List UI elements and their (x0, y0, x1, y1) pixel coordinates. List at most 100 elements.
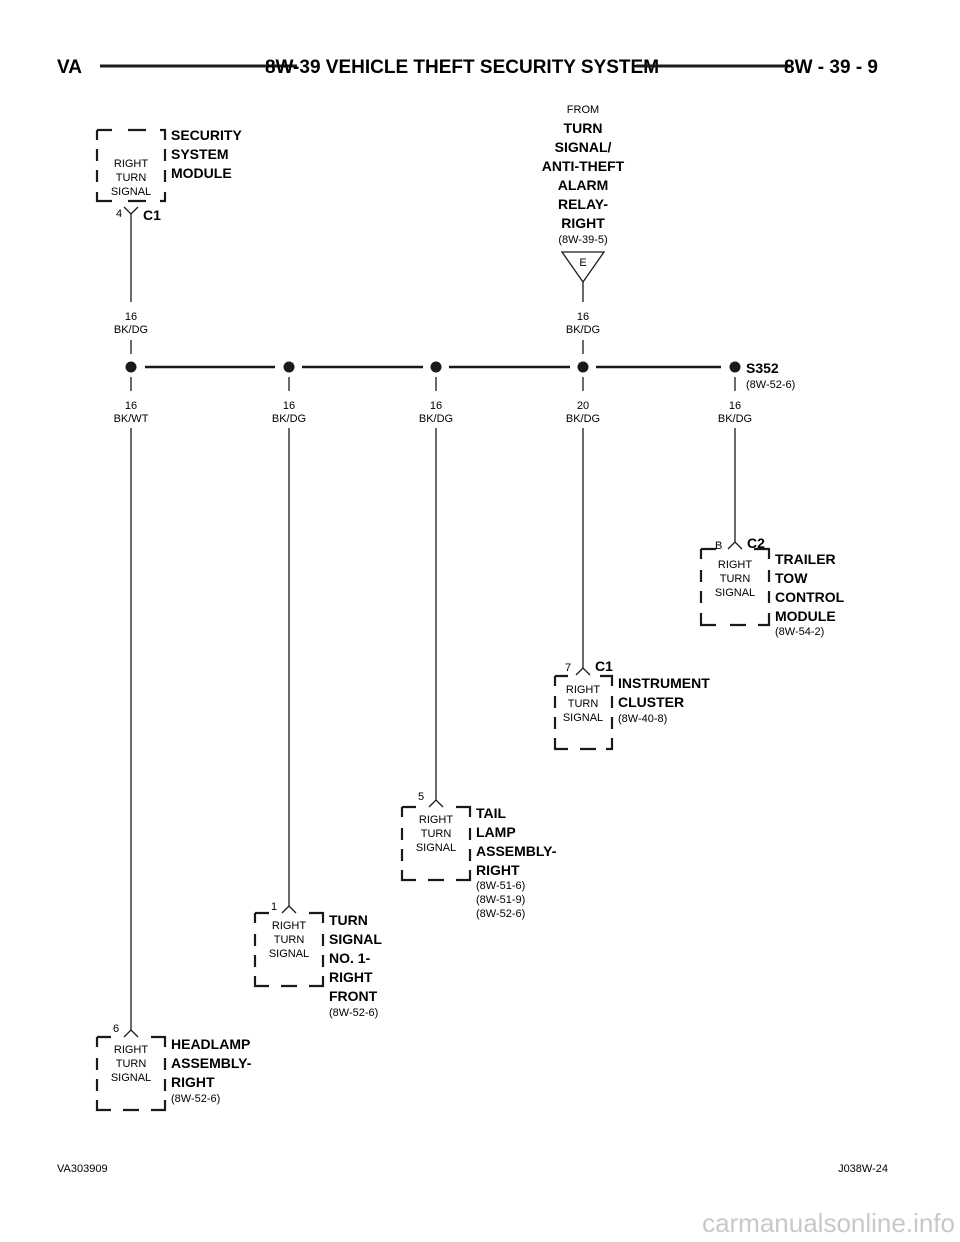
trailer-pin: B (715, 540, 722, 552)
tail-name-4: RIGHT (476, 862, 520, 878)
trailer-box (699, 547, 771, 627)
source-line-3: ANTI-THEFT (542, 158, 625, 174)
drop-3-gauge: 16 (430, 400, 442, 412)
drop-4-color: BK/DG (566, 413, 600, 425)
wire-top-right-gauge: 16 (577, 311, 589, 323)
splice-dot (729, 361, 741, 373)
security-module-box (95, 128, 167, 203)
pin-fork-icon (123, 206, 139, 215)
turn-pin: 1 (271, 901, 277, 913)
turn-name-3: NO. 1- (329, 950, 371, 966)
cluster-name-1: INSTRUMENT (618, 675, 710, 691)
drop-2-color: BK/DG (272, 413, 306, 425)
trailer-name-2: TOW (775, 570, 808, 586)
security-name-1: SECURITY (171, 127, 242, 143)
pin-fork-icon (727, 541, 743, 550)
splice-dot (430, 361, 442, 373)
headlamp-signal-2: TURN (116, 1058, 147, 1070)
tail-signal-3: SIGNAL (416, 842, 456, 854)
tail-ref-2: (8W-51-9) (476, 894, 525, 906)
source-line-2: SIGNAL/ (555, 139, 612, 155)
connector-triangle-icon (560, 251, 606, 284)
source-line-5: RELAY- (558, 196, 608, 212)
splice-dot (125, 361, 137, 373)
source-line-4: ALARM (558, 177, 609, 193)
headlamp-signal-3: SIGNAL (111, 1072, 151, 1084)
turn-name-1: TURN (329, 912, 368, 928)
cluster-connector: C1 (595, 658, 613, 674)
footer-right: J038W-24 (838, 1163, 888, 1175)
cluster-name-2: CLUSTER (618, 694, 684, 710)
tail-ref-3: (8W-52-6) (476, 908, 525, 920)
watermark: carmanualsonline.info (702, 1208, 955, 1238)
pin-fork-icon (575, 667, 591, 676)
footer-left: VA303909 (57, 1163, 108, 1175)
headlamp-box (95, 1035, 167, 1112)
drop-2-gauge: 16 (283, 400, 295, 412)
security-connector: C1 (143, 207, 161, 223)
security-pin: 4 (116, 208, 122, 220)
turn-name-4: RIGHT (329, 969, 373, 985)
trailer-name-1: TRAILER (775, 551, 836, 567)
drop-1-gauge: 16 (125, 400, 137, 412)
cluster-signal-3: SIGNAL (563, 712, 603, 724)
header-right: 8W - 39 - 9 (784, 57, 878, 78)
security-signal-2: TURN (116, 172, 147, 184)
splice-name: S352 (746, 360, 779, 376)
security-signal-1: RIGHT (114, 158, 149, 170)
trailer-connector: C2 (747, 535, 765, 551)
turn-signal-3: SIGNAL (269, 948, 309, 960)
trailer-name-4: MODULE (775, 608, 836, 624)
tail-name-2: LAMP (476, 824, 516, 840)
drop-5-gauge: 16 (729, 400, 741, 412)
splice-ref: (8W-52-6) (746, 379, 795, 391)
tail-name-1: TAIL (476, 805, 507, 821)
drop-4-gauge: 20 (577, 400, 589, 412)
drop-3-color: BK/DG (419, 413, 453, 425)
turn-signal-1: RIGHT (272, 920, 307, 932)
header-left: VA (57, 57, 82, 78)
tail-box (400, 805, 472, 882)
cluster-signal-1: RIGHT (566, 684, 601, 696)
security-signal-3: SIGNAL (111, 186, 151, 198)
tail-signal-1: RIGHT (419, 814, 454, 826)
turn-box (253, 911, 325, 988)
page-title: 8W-39 VEHICLE THEFT SECURITY SYSTEM (265, 57, 659, 78)
cluster-pin: 7 (565, 662, 571, 674)
source-from: FROM (567, 104, 599, 116)
splice-dot (283, 361, 295, 373)
headlamp-signal-1: RIGHT (114, 1044, 149, 1056)
pin-fork-icon (281, 905, 297, 914)
splice-dot (577, 361, 589, 373)
source-ref: (8W-39-5) (558, 234, 607, 246)
turn-name-2: SIGNAL (329, 931, 382, 947)
turn-signal-2: TURN (274, 934, 305, 946)
pin-fork-icon (123, 1029, 139, 1038)
headlamp-name-1: HEADLAMP (171, 1036, 250, 1052)
wire-top-right-color: BK/DG (566, 324, 600, 336)
source-line-6: RIGHT (561, 215, 605, 231)
trailer-signal-2: TURN (720, 573, 751, 585)
drop-1-color: BK/WT (114, 413, 149, 425)
wire-top-left-gauge: 16 (125, 311, 137, 323)
tail-name-3: ASSEMBLY- (476, 843, 557, 859)
headlamp-name-3: RIGHT (171, 1074, 215, 1090)
wire-top-left-color: BK/DG (114, 324, 148, 336)
trailer-signal-3: SIGNAL (715, 587, 755, 599)
trailer-ref-1: (8W-54-2) (775, 626, 824, 638)
headlamp-pin: 6 (113, 1023, 119, 1035)
cluster-signal-2: TURN (568, 698, 599, 710)
turn-ref-1: (8W-52-6) (329, 1007, 378, 1019)
trailer-name-3: CONTROL (775, 589, 845, 605)
pin-fork-icon (428, 799, 444, 808)
security-name-3: MODULE (171, 165, 232, 181)
trailer-signal-1: RIGHT (718, 559, 753, 571)
turn-name-5: FRONT (329, 988, 378, 1004)
headlamp-name-2: ASSEMBLY- (171, 1055, 252, 1071)
source-line-1: TURN (564, 120, 603, 136)
tail-ref-1: (8W-51-6) (476, 880, 525, 892)
cluster-ref-1: (8W-40-8) (618, 713, 667, 725)
security-name-2: SYSTEM (171, 146, 229, 162)
cluster-box (553, 674, 614, 751)
